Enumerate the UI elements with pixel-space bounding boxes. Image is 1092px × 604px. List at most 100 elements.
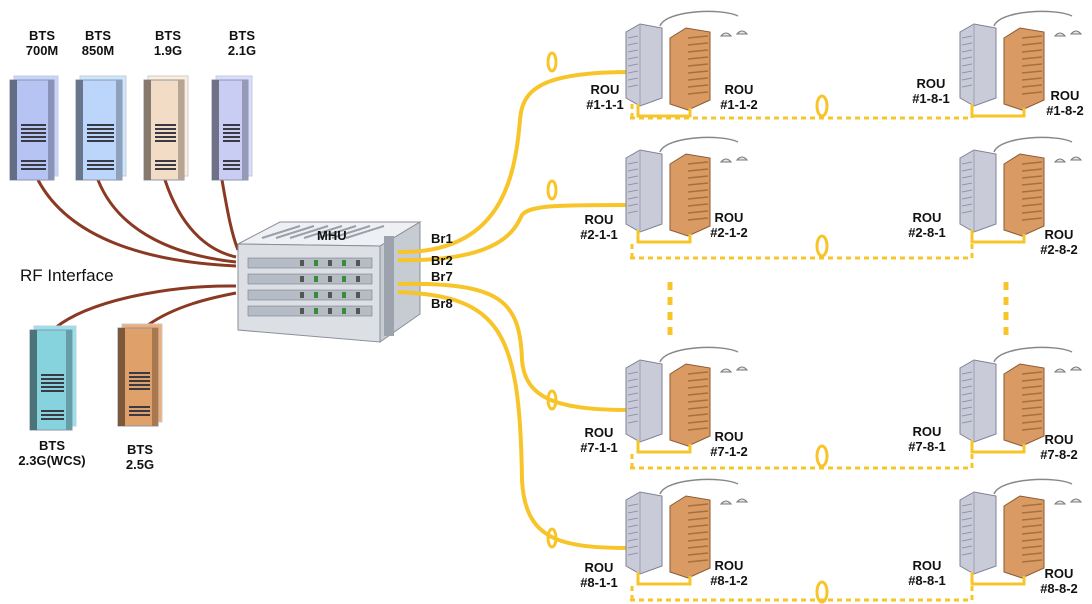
rou-grey-fin [627,203,639,207]
rf-cable [36,179,237,268]
rou-grey-fin [627,161,639,165]
rou-jumper [636,572,692,586]
rou-brown-fin [687,182,709,186]
rou-brown-unit [669,363,711,447]
rou-label: ROU#7-1-2 [710,429,748,459]
rou-grey-fin [961,84,973,88]
vent-slot [21,168,46,170]
cabinet-side [10,80,17,180]
mhu-vent [289,225,329,239]
rou-brown-fin [687,559,709,563]
rou-grey-fin [961,42,973,46]
rou-label: ROU#1-8-2 [1046,88,1084,118]
rou-brown-fin [1021,56,1043,60]
cabinet-edge [152,328,158,426]
rou-brown-fin [687,545,709,549]
rf-cable [147,291,237,327]
fiber-trunk [397,290,631,550]
antenna-icon [719,368,733,373]
rou-pair-last [959,346,1083,454]
antenna-cable [993,478,1073,495]
rou-brown-fin [687,42,709,46]
mhu-module [247,257,373,269]
vent-slot [129,376,150,378]
rou-brown-fin [1021,70,1043,74]
vent-slot [41,410,64,412]
rou-grey-fin [627,399,639,403]
antenna-cable [993,10,1073,27]
rou-brown-fin [687,538,709,542]
rou-brown-fin [1021,217,1043,221]
cabinet-edge [242,80,248,180]
vent-slot [21,140,46,142]
rou-brown-fin [1021,378,1043,382]
rf-cable [163,179,237,259]
mhu-vent [275,225,315,239]
mhu-led [328,276,332,282]
vent-slot [129,410,150,412]
antenna-cable [659,10,739,27]
rou-brown-fin [687,63,709,67]
rou-grey-fin [961,420,973,424]
rou-brown-unit [1003,27,1045,111]
rou-brown-fin [687,196,709,200]
rou-brown-fin [687,175,709,179]
rou-grey-fin [627,406,639,410]
rou-brown-fin [1021,161,1043,165]
rou-brown-unit [1003,363,1045,447]
rou-label: ROU#7-8-1 [908,424,946,454]
rou-grey-fin [627,371,639,375]
fiber-loop [815,234,829,258]
mhu-unit [237,221,422,343]
rou-brown-fin [687,161,709,165]
vent-slot [87,164,114,166]
rou-brown-fin [1021,538,1043,542]
rf-cable [96,179,237,264]
rou-brown-fin [1021,420,1043,424]
rou-jumper [636,440,692,454]
bts-2300-cabinet [29,325,77,431]
mhu-led [342,276,346,282]
rou-grey-fin [627,210,639,214]
mhu-module [247,273,373,285]
vent-slot [223,136,240,138]
rou-brown-fin [1021,175,1043,179]
rou-pair-last [959,478,1083,586]
antenna-icon [735,366,749,371]
antenna-icon [1069,30,1083,35]
rf-cable [220,179,240,251]
antenna-icon [1053,368,1067,373]
rou-grey-fin [961,545,973,549]
antenna-icon [735,498,749,503]
rou-brown-fin [687,77,709,81]
rou-grey-fin [961,517,973,521]
rou-brown-fin [687,168,709,172]
cabinet-edge [178,80,184,180]
vent-slot [41,374,64,376]
rou-brown-fin [687,420,709,424]
vent-slot [155,124,176,126]
fiber-loop [546,527,558,549]
vent-slot [129,388,150,390]
rou-pair-first [625,136,749,244]
rou-brown-fin [1021,406,1043,410]
rf-interface-label: RF Interface [20,266,114,285]
vent-slot [129,414,150,416]
antenna-icon [735,30,749,35]
rou-brown-fin [687,392,709,396]
rou-pair-last [959,136,1083,244]
vent-slot [155,164,176,166]
rou-grey-fin [961,413,973,417]
rou-grey-fin [627,84,639,88]
vent-slot [21,136,46,138]
rou-jumper [970,440,1026,454]
cabinet-side [76,80,83,180]
rou-grey-fin [961,63,973,67]
rou-brown-fin [687,399,709,403]
vent-slot [223,160,240,162]
branch-label-br8: Br8 [431,296,453,311]
vent-slot [223,140,240,142]
